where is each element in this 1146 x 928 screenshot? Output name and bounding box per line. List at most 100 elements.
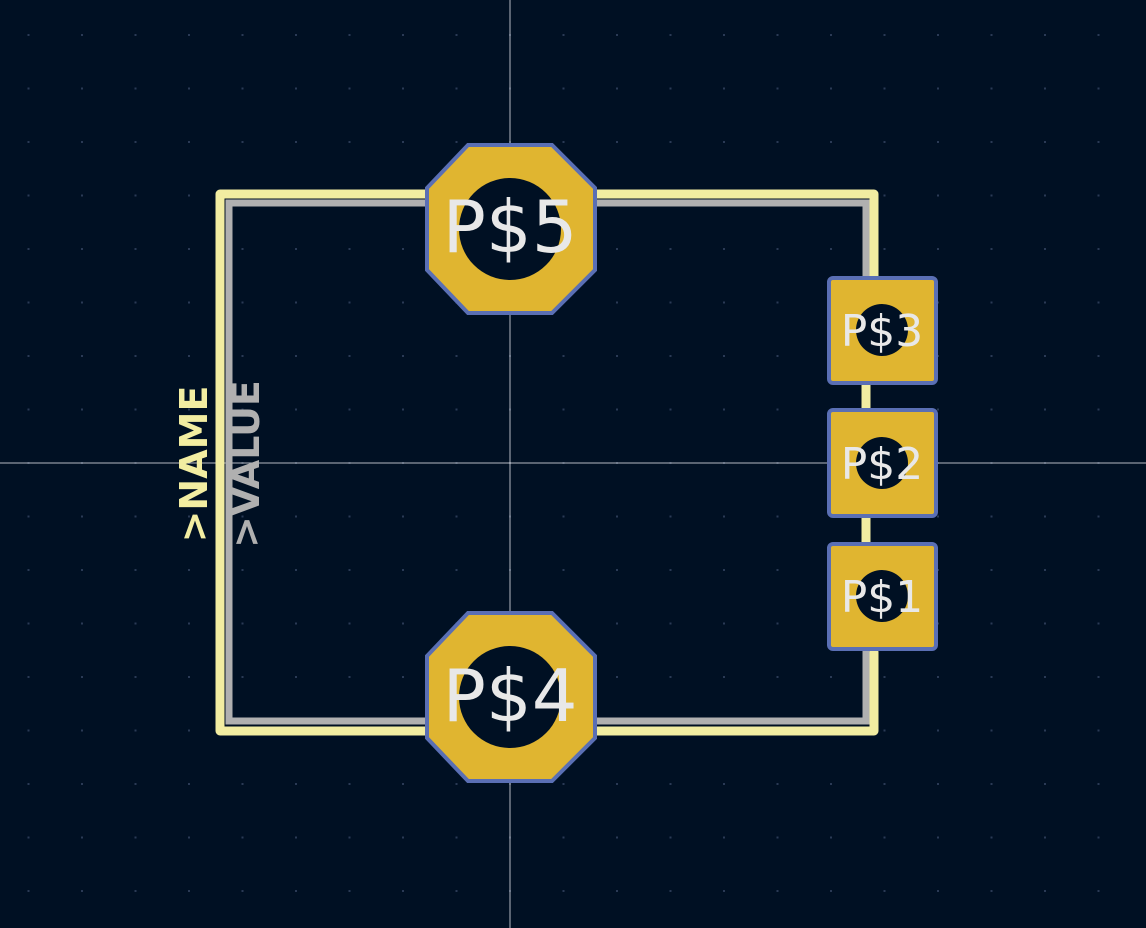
grid-dot [188,783,190,785]
grid-dot [188,515,190,518]
grid-dot [883,194,886,197]
grid-dot [669,676,672,678]
grid-dot [241,890,244,892]
grid-dot [241,783,244,785]
grid-dot [295,355,297,357]
drill-hole [459,178,561,280]
grid-dot [830,141,832,143]
grid-dot [616,569,618,571]
grid-dot [776,34,779,36]
grid-dot [348,141,351,143]
grid-dot [402,890,404,892]
grid-dot [723,301,725,304]
grid-dot [295,569,297,571]
grid-dot [776,890,779,892]
value-field[interactable]: >VALUE [224,380,268,548]
grid-dot [937,676,939,678]
grid-dot [402,301,404,304]
grid-dot [455,569,458,571]
grid-dot [455,890,458,892]
grid-dot [188,836,190,839]
grid-dot [937,194,939,197]
grid-dot [81,515,83,518]
grid-dot [723,34,725,36]
grid-dot [241,355,244,357]
grid-dot [990,569,993,571]
grid-dot [402,836,404,839]
grid-dot [188,355,190,357]
grid-dot [402,569,404,571]
grid-dot [81,87,83,90]
grid-dot [723,622,725,625]
grid-dot [402,622,404,625]
grid-dot [669,569,672,571]
grid-dot [1044,87,1046,90]
grid-dot [616,515,618,518]
grid-dot [402,515,404,518]
grid-dot [1044,569,1046,571]
grid-dot [1044,355,1046,357]
grid-dot [1044,301,1046,304]
grid-dot [990,34,993,36]
grid-dot [723,87,725,90]
grid-dot [81,676,83,678]
grid-dot [134,622,137,625]
grid-dot [937,729,939,732]
grid-dot [937,34,939,36]
pad-p2[interactable]: P$2 [827,408,938,518]
grid-dot [1097,622,1100,625]
grid-dot [27,194,30,197]
grid-dot [723,890,725,892]
grid-dot [27,301,30,304]
pad-label-p4: P$4 [442,654,577,738]
grid-dot [134,355,137,357]
grid-dot [241,836,244,839]
pad-p4[interactable]: P$4 [425,611,597,783]
pad-p1[interactable]: P$1 [827,542,938,651]
pad-p5[interactable]: P$5 [425,143,597,315]
grid-dot [134,569,137,571]
grid-dot [1044,676,1046,678]
grid-dot [455,408,458,411]
grid-dot [990,836,993,839]
grid-dot [723,141,725,143]
grid-dot [188,890,190,892]
grid-dot [134,515,137,518]
grid-dot [990,890,993,892]
pad-p3[interactable]: P$3 [827,276,938,385]
grid-dot [937,408,939,411]
silkscreen-outline [215,189,879,736]
grid-dot [27,248,30,250]
grid-dot [937,515,939,518]
grid-dot [669,836,672,839]
grid-dot [295,783,297,785]
grid-dot [990,248,993,250]
grid-dot [669,783,672,785]
pad-label-p2: P$2 [841,439,924,490]
grid-dot [348,569,351,571]
grid-dot [990,141,993,143]
grid-dot [27,408,30,411]
grid-dot [241,408,244,411]
grid-dot [188,87,190,90]
grid-dot [81,301,83,304]
grid-dot [27,569,30,571]
grid-dot [669,890,672,892]
grid-dot [241,676,244,678]
name-field[interactable]: >NAME [172,386,216,543]
grid-dot [616,355,618,357]
grid-dot [1044,34,1046,36]
grid-dot [402,34,404,36]
grid-dot [669,301,672,304]
grid-dot [134,34,137,36]
grid-dot [81,836,83,839]
grid-dot [830,890,832,892]
grid-dot [134,194,137,197]
grid-dot [455,783,458,785]
grid-dot [616,248,618,250]
grid-dot [241,515,244,518]
grid-dot [295,836,297,839]
grid-dot [27,836,30,839]
